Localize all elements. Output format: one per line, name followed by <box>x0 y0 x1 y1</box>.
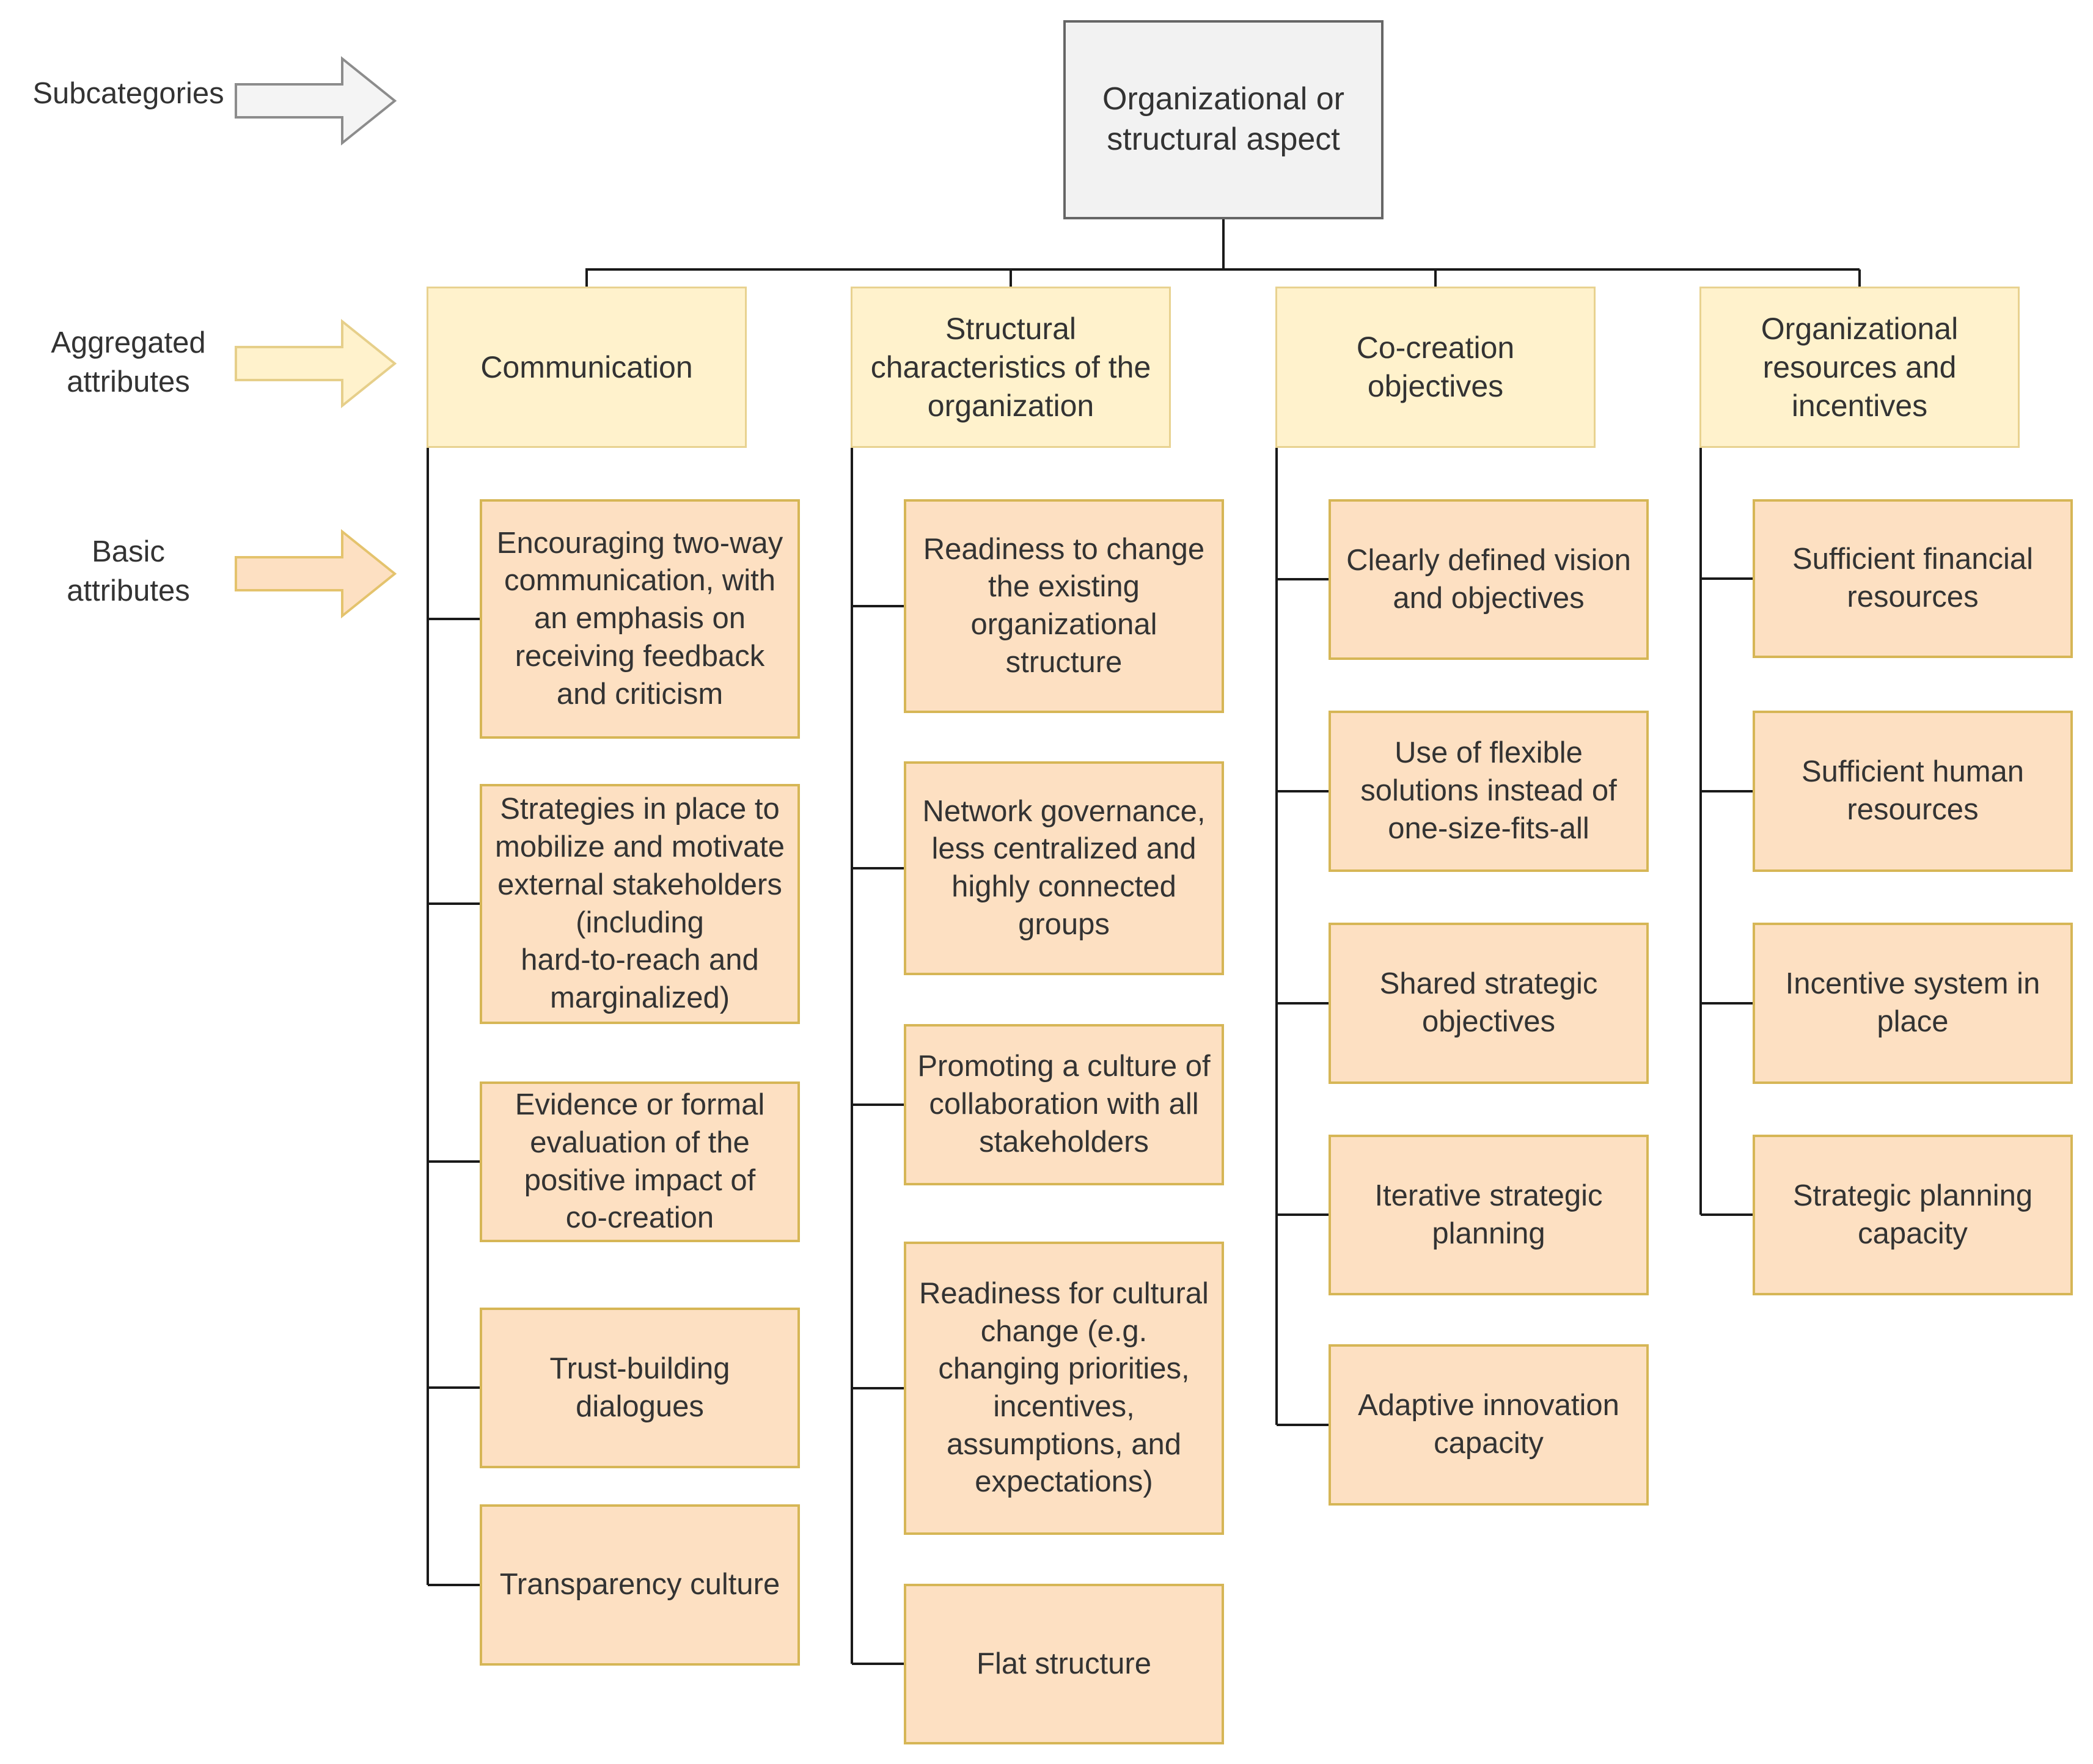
basic-attribute-label: Sufficient human resources <box>1801 755 2025 826</box>
basic-attribute-label: Transparency culture <box>499 1568 780 1601</box>
basic-attribute-financial-resources: Sufficient financial resources <box>1753 499 2073 658</box>
basic-attribute-human-resources: Sufficient human resources <box>1753 711 2073 872</box>
legend-arrow-aggregated-shape <box>235 318 397 409</box>
basic-attribute-iterative-planning: Iterative strategic planning <box>1329 1135 1649 1295</box>
basic-attribute-readiness-to-change-structure: Readiness to change the existing organiz… <box>904 499 1224 713</box>
basic-attribute-label: Encouraging two-way communication, with … <box>496 526 783 711</box>
aggregated-node-label: Co-creation objectives <box>1356 331 1515 403</box>
root-node-label: Organizational or structural aspect <box>1102 81 1344 157</box>
basic-attribute-strategic-planning-capacity: Strategic planning capacity <box>1753 1135 2073 1295</box>
legend-arrow-subcategories-shape <box>235 56 397 146</box>
root-node: Organizational or structural aspect <box>1063 20 1384 219</box>
basic-attribute-label: Use of flexible solutions instead of one… <box>1360 736 1617 845</box>
basic-attribute-label: Readiness to change the existing organiz… <box>923 532 1205 679</box>
basic-attribute-label: Adaptive innovation capacity <box>1358 1389 1619 1460</box>
basic-attribute-label: Network governance, less centralized and… <box>922 794 1206 941</box>
basic-attribute-incentive-system: Incentive system in place <box>1753 923 2073 1084</box>
basic-attribute-label: Iterative strategic planning <box>1374 1179 1603 1250</box>
basic-attribute-trust-building: Trust-building dialogues <box>480 1308 800 1468</box>
basic-attribute-label: Incentive system in place <box>1785 967 2040 1038</box>
basic-attribute-label: Strategies in place to mobilize and moti… <box>495 792 785 1014</box>
basic-attribute-label: Sufficient financial resources <box>1792 543 2034 613</box>
legend-label-subcategories: Subcategories <box>32 77 224 110</box>
legend-label-basic: Basic attributes <box>67 535 190 607</box>
basic-attribute-label: Readiness for cultural change (e.g. chan… <box>919 1276 1209 1499</box>
basic-attribute-two-way-communication: Encouraging two-way communication, with … <box>480 499 800 739</box>
basic-attribute-label: Strategic planning capacity <box>1792 1179 2033 1250</box>
aggregated-node-label: Structural characteristics of the organi… <box>870 311 1151 423</box>
basic-attribute-flexible-solutions: Use of flexible solutions instead of one… <box>1329 711 1649 872</box>
basic-attribute-label: Evidence or formal evaluation of the pos… <box>515 1088 765 1235</box>
aggregated-node-communication: Communication <box>427 287 747 448</box>
aggregated-node-co-creation-objectives: Co-creation objectives <box>1275 287 1596 448</box>
legend-arrow-aggregated <box>235 318 397 409</box>
basic-attribute-label: Trust-building dialogues <box>549 1352 730 1423</box>
basic-attribute-cultural-change: Readiness for cultural change (e.g. chan… <box>904 1242 1224 1535</box>
basic-attribute-label: Promoting a culture of collaboration wit… <box>917 1050 1211 1158</box>
basic-attribute-evidence-evaluation: Evidence or formal evaluation of the pos… <box>480 1081 800 1242</box>
legend-arrow-basic-shape <box>235 529 397 619</box>
aggregated-node-label: Organizational resources and incentives <box>1761 311 1959 423</box>
basic-attribute-flat-structure: Flat structure <box>904 1584 1224 1744</box>
basic-attribute-label: Shared strategic objectives <box>1379 967 1598 1038</box>
legend-arrow-basic <box>235 529 397 619</box>
legend-label-aggregated: Aggregated attributes <box>51 326 206 398</box>
basic-attribute-mobilize-stakeholders: Strategies in place to mobilize and moti… <box>480 784 800 1024</box>
basic-attribute-defined-vision: Clearly defined vision and objectives <box>1329 499 1649 660</box>
basic-attribute-label: Clearly defined vision and objectives <box>1346 543 1631 615</box>
basic-attribute-network-governance: Network governance, less centralized and… <box>904 761 1224 975</box>
basic-attribute-label: Flat structure <box>977 1647 1151 1680</box>
aggregated-node-structural-characteristics: Structural characteristics of the organi… <box>851 287 1171 448</box>
basic-attribute-transparency-culture: Transparency culture <box>480 1504 800 1666</box>
basic-attribute-collaboration-culture: Promoting a culture of collaboration wit… <box>904 1024 1224 1185</box>
aggregated-node-label: Communication <box>480 350 693 384</box>
aggregated-node-resources-incentives: Organizational resources and incentives <box>1699 287 2020 448</box>
basic-attribute-adaptive-innovation: Adaptive innovation capacity <box>1329 1344 1649 1506</box>
legend-arrow-subcategories <box>235 56 397 146</box>
basic-attribute-shared-objectives: Shared strategic objectives <box>1329 923 1649 1084</box>
